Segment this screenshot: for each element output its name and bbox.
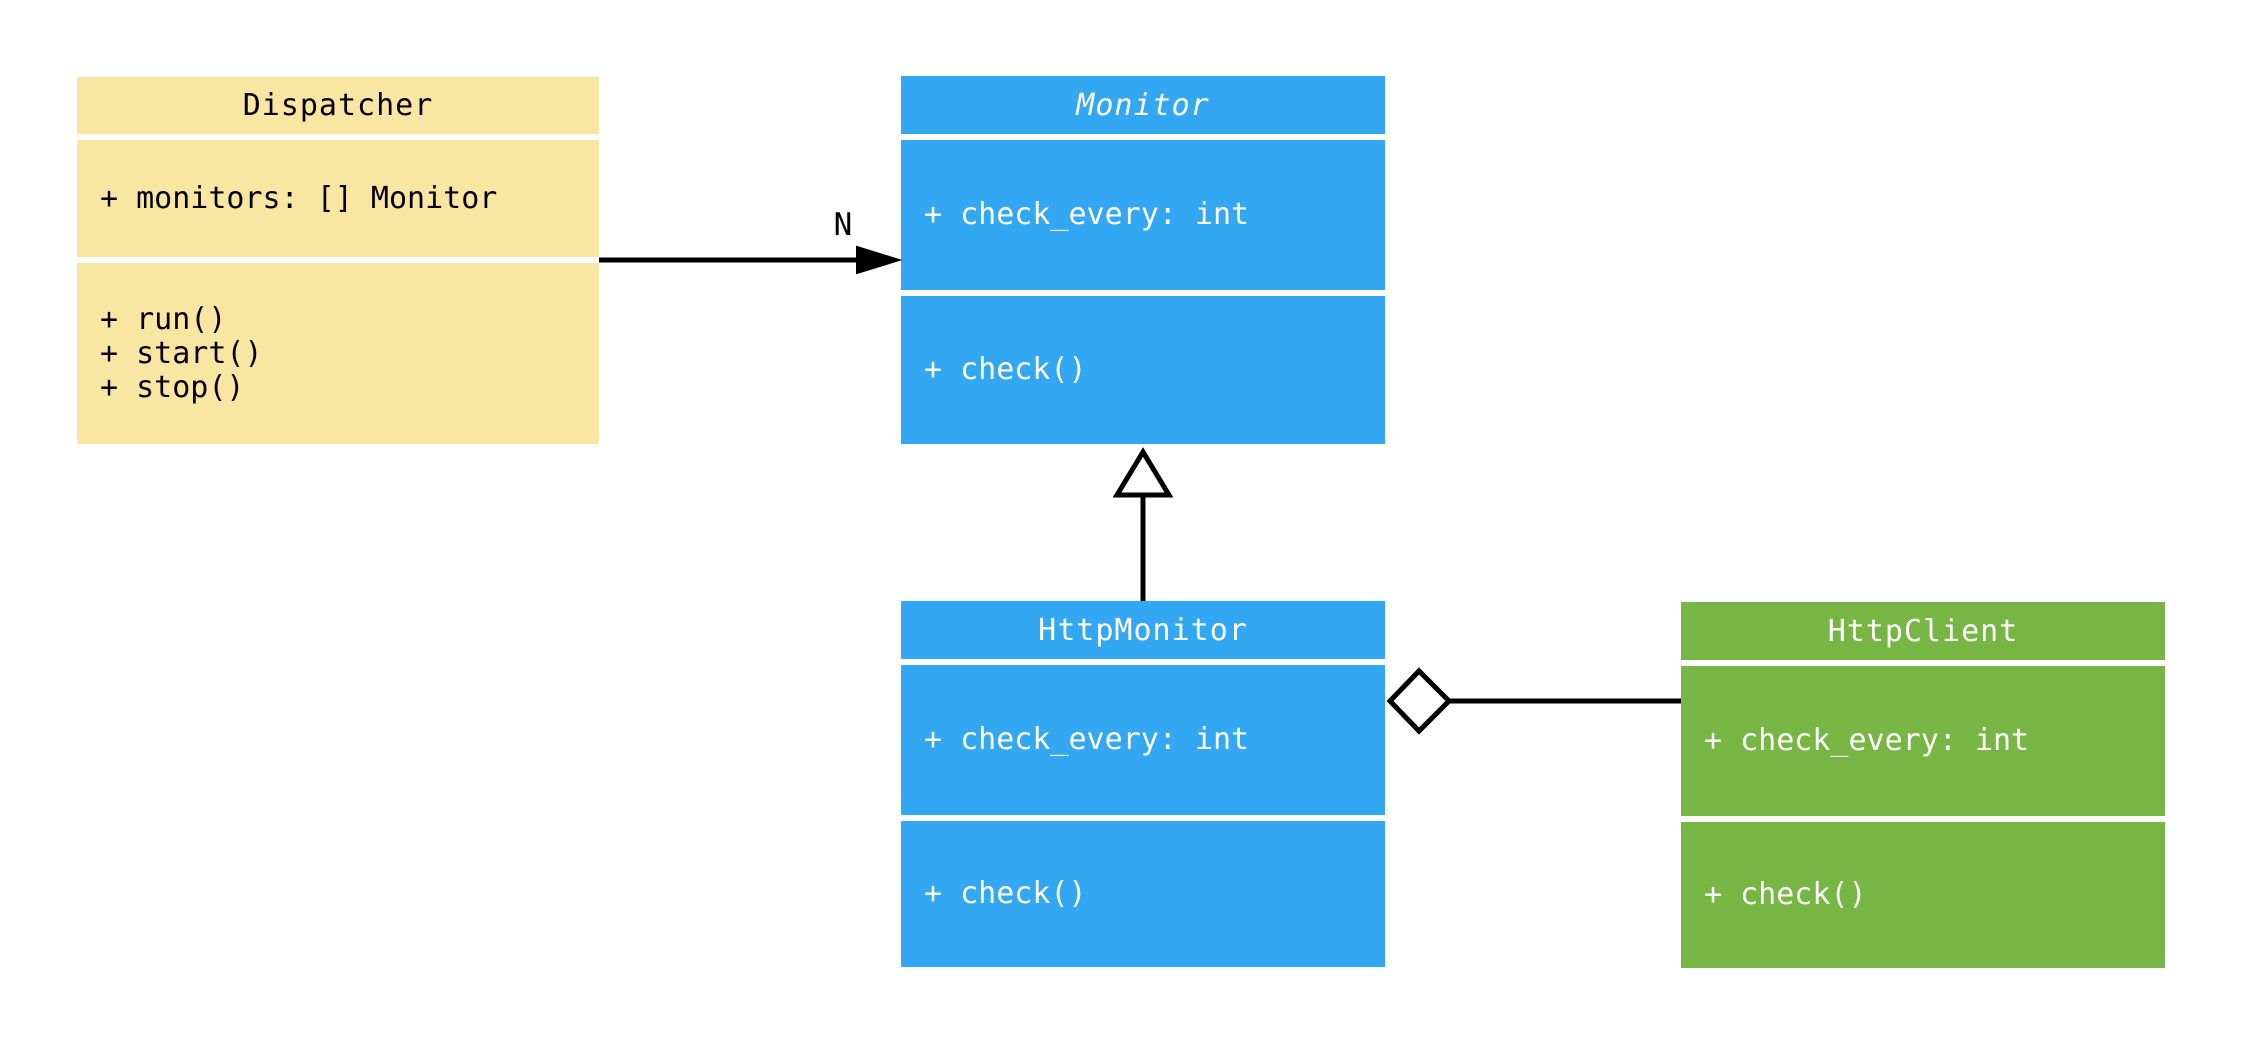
class-methods-monitor: + check(): [901, 296, 1385, 444]
class-attributes-httpclient: + check_every: int: [1681, 666, 2165, 816]
member-line: + start(): [100, 335, 263, 371]
class-box-httpclient: HttpClient + check_every: int + check(): [1681, 602, 2165, 968]
member-line: + run(): [100, 301, 227, 337]
aggregation-link-httpmonitor-httpclient: [1386, 667, 1681, 735]
member-line: + check_every: int: [1704, 723, 2030, 758]
class-attributes-monitor: + check_every: int: [901, 140, 1385, 290]
association-multiplicity-label: N: [833, 207, 853, 243]
class-box-dispatcher: Dispatcher + monitors: [] Monitor + run(…: [77, 77, 599, 444]
class-title-httpmonitor: HttpMonitor: [901, 601, 1385, 659]
class-box-httpmonitor: HttpMonitor + check_every: int + check(): [901, 601, 1385, 967]
member-line: + check_every: int: [924, 197, 1250, 232]
class-methods-httpclient: + check(): [1681, 822, 2165, 968]
hollow-diamond-icon: [1386, 667, 1453, 735]
member-line: + check(): [924, 352, 1087, 387]
class-methods-httpmonitor: + check(): [901, 821, 1385, 967]
filled-arrowhead-icon: [856, 245, 903, 275]
class-attributes-httpmonitor: + check_every: int: [901, 665, 1385, 815]
member-line: + check(): [1704, 877, 1867, 912]
member-line: + stop(): [100, 369, 245, 405]
member-line: + monitors: [] Monitor: [100, 180, 498, 216]
class-box-monitor: Monitor + check_every: int + check(): [901, 76, 1385, 444]
association-arrow-dispatcher-monitor: [599, 245, 903, 275]
class-title-httpclient: HttpClient: [1681, 602, 2165, 660]
class-attributes-dispatcher: + monitors: [] Monitor: [77, 140, 599, 257]
member-line: + check_every: int: [924, 722, 1250, 757]
inheritance-arrow-httpmonitor-monitor: [1112, 447, 1174, 601]
hollow-triangle-icon: [1112, 447, 1174, 498]
class-methods-dispatcher: + run()+ start()+ stop(): [77, 263, 599, 444]
member-line: + check(): [924, 876, 1087, 911]
class-title-dispatcher: Dispatcher: [77, 77, 599, 134]
class-title-monitor: Monitor: [901, 76, 1385, 134]
